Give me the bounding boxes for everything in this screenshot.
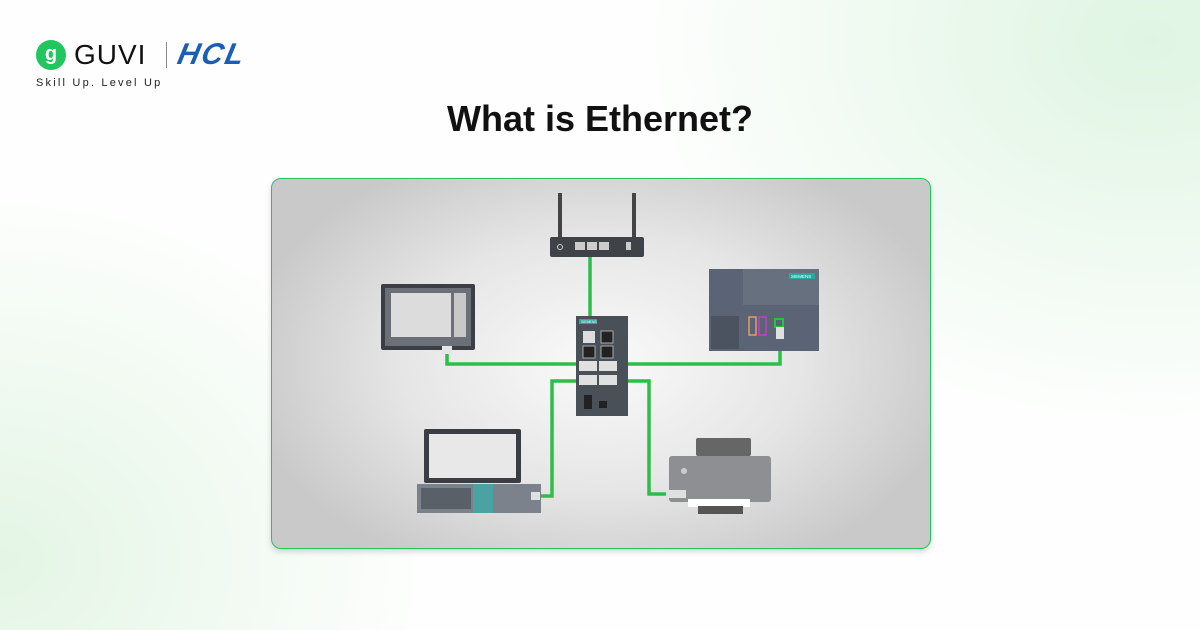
- plc-icon: SIEMENS: [709, 269, 819, 351]
- logo-divider: [166, 42, 167, 68]
- guvi-wordmark: GUVI: [74, 39, 147, 70]
- printer-icon: [666, 438, 771, 514]
- guvi-logo-icon: g: [36, 40, 66, 70]
- cable-switch-printer: [627, 379, 666, 496]
- cable-switch-pc: [539, 379, 579, 498]
- monitor-pc-icon: [417, 429, 541, 513]
- router-icon: [550, 193, 644, 257]
- ethernet-diagram-panel: SIEMENS SIEMENS: [271, 178, 931, 549]
- tagline: Skill Up. Level Up: [36, 77, 163, 89]
- page-title: What is Ethernet?: [446, 98, 754, 139]
- plc-brand-label: SIEMENS: [791, 274, 811, 279]
- industrial-switch-icon: SIEMENS: [576, 316, 628, 416]
- ethernet-diagram: SIEMENS SIEMENS: [381, 193, 819, 514]
- hcl-wordmark: HCL: [174, 38, 250, 71]
- hmi-panel-icon: [381, 284, 475, 354]
- cable-switch-hmi: [445, 351, 579, 366]
- switch-brand-label: SIEMENS: [581, 320, 597, 324]
